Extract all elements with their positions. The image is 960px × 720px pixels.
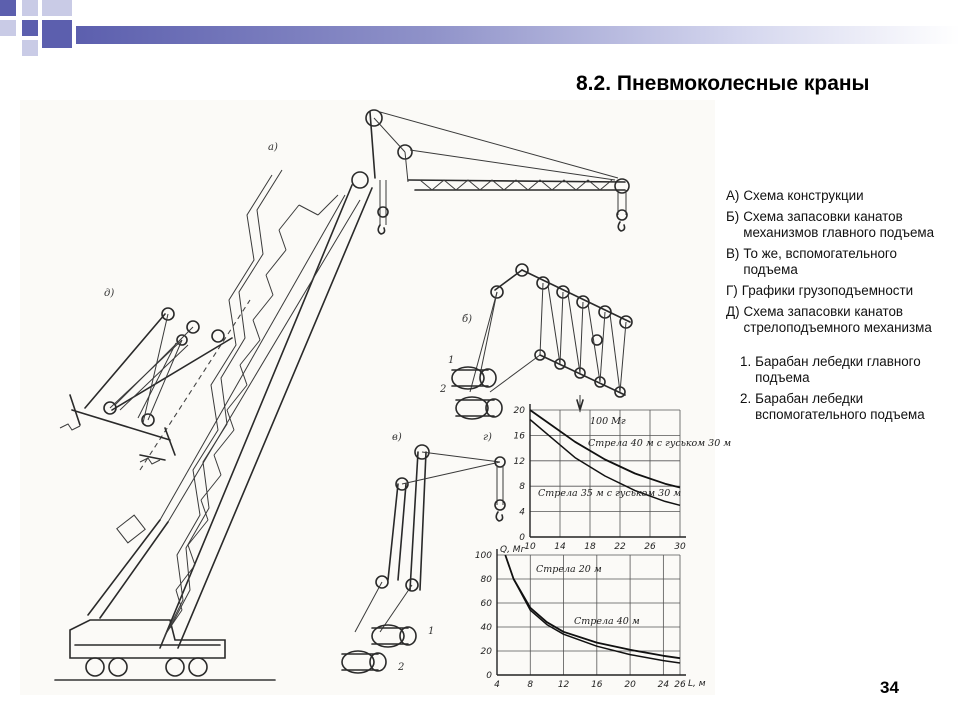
- figure-d-reeving: д): [59, 288, 251, 471]
- chart-1-xtick-label: 18: [584, 542, 596, 552]
- chart-2-xtick-label: 16: [591, 680, 603, 690]
- chart-1-xtick-label: 14: [554, 542, 566, 552]
- legend-sub-item-1: 1.Барабан лебедки главного подъема: [740, 354, 936, 386]
- decor-square-2: [22, 0, 38, 16]
- legend-mark: Д): [726, 304, 740, 319]
- figure-a-crane: а): [54, 109, 630, 681]
- drum-label-1b: 1: [428, 626, 434, 637]
- chart-1-xtick-label: 10: [524, 542, 536, 552]
- legend-text: Схема запасовки канатов стрелоподъемного…: [743, 304, 932, 335]
- chart-2-series-1-label: Стрела 20 м: [536, 564, 602, 575]
- legend-panel: А)Схема конструкции Б)Схема запасовки ка…: [726, 188, 936, 428]
- decor-gradient-bar: [76, 26, 960, 44]
- chart-2-xtick-label: 8: [527, 680, 533, 690]
- chart-1-xtick-label: 22: [614, 542, 626, 552]
- legend-text: Схема запасовки канатов механизмов главн…: [743, 209, 935, 240]
- chart-1-ytick-label: 12: [514, 457, 526, 467]
- decor-square-1: [0, 0, 16, 16]
- chart-1-series-2-line: [529, 418, 681, 507]
- drum-label-2: 2: [439, 384, 446, 395]
- legend-sub-mark: 2.: [740, 391, 752, 406]
- boom-lattice: [164, 194, 339, 636]
- chart-1-series-1-label: Стрела 40 м с гуськом 30 м: [588, 438, 731, 449]
- drum-label-2b: 2: [397, 662, 404, 673]
- legend-mark: Б): [726, 209, 740, 224]
- chart-2-ytick-label: 20: [481, 647, 493, 657]
- chart-2-xtick-label: 12: [558, 680, 570, 690]
- chart-2-series-2-label: Стрела 40 м: [574, 616, 640, 627]
- figure-label-v: в): [392, 432, 402, 443]
- chart-1-ytick-label: 4: [519, 508, 525, 518]
- chart-1-series-1-line: [529, 409, 681, 489]
- chart-1-label: г): [483, 432, 492, 443]
- legend-text: Схема конструкции: [743, 188, 864, 203]
- decor-square-5: [22, 20, 38, 36]
- legend-sub-item-2: 2.Барабан лебедки вспомогательного подъе…: [740, 391, 936, 423]
- figure-label-b: б): [462, 314, 472, 325]
- chart-1-ytick-label: 20: [514, 406, 526, 416]
- decor-square-6: [42, 20, 72, 48]
- chart-2-xunit: L, м: [688, 679, 706, 689]
- legend-mark: А): [726, 188, 740, 203]
- legend-sub-text: Барабан лебедки главного подъема: [755, 354, 921, 385]
- chart-1-ytick-label: 8: [519, 482, 525, 492]
- chart-2-yunit: Q, Мг: [500, 545, 526, 555]
- legend-item-a: А)Схема конструкции: [726, 188, 936, 204]
- decor-square-3: [42, 0, 72, 16]
- chart-2-ytick-label: 60: [481, 599, 493, 609]
- legend-mark: В): [726, 246, 740, 261]
- page-number: 34: [880, 678, 899, 697]
- chart-1-xtick-label: 26: [644, 542, 656, 552]
- chart-1-top-note: 100 Мг: [590, 416, 626, 427]
- page-title: 8.2. Пневмоколесные краны: [576, 72, 870, 95]
- chart-2-xtick-label: 26: [674, 680, 686, 690]
- legend-text: Графики грузоподъемности: [741, 283, 914, 298]
- decor-square-7: [22, 40, 38, 56]
- legend-sub-mark: 1.: [740, 354, 752, 369]
- chart-2-xtick-label: 4: [494, 680, 500, 690]
- chart-2-xtick-label: 20: [624, 680, 636, 690]
- decor-square-4: [0, 20, 16, 36]
- figure-b-reeving: б): [439, 263, 633, 420]
- legend-text: То же, вспомогательного подъема: [743, 246, 897, 277]
- legend-item-b: Б)Схема запасовки канатов механизмов гла…: [726, 209, 936, 241]
- chart-2: 4 8 12 16 20 24 26 0 20 40 60 80 100: [475, 549, 686, 690]
- chart-1-xtick-label: 30: [674, 542, 686, 552]
- chart-2-xtick-label: 24: [658, 680, 670, 690]
- figure-v-reeving: в) 1 2: [341, 432, 506, 674]
- legend-item-g: Г)Графики грузоподъемности: [726, 283, 936, 299]
- chart-1-ytick-label: 0: [519, 533, 525, 543]
- legend-item-v: В)То же, вспомогательного подъема: [726, 246, 936, 278]
- chart-1-ytick-label: 16: [514, 431, 526, 441]
- drum-label-1: 1: [448, 355, 454, 366]
- legend-item-d: Д)Схема запасовки канатов стрелоподъемно…: [726, 304, 936, 336]
- legend-sub-list: 1.Барабан лебедки главного подъема 2.Бар…: [726, 354, 936, 423]
- chart-1-series-2-label: Стрела 35 м с гуськом 30 м: [538, 488, 681, 499]
- chart-2-series-2-line: [512, 578, 681, 664]
- chart-2-ytick-label: 80: [481, 575, 493, 585]
- chart-2-ytick-label: 100: [475, 551, 492, 561]
- figure-label-a: а): [268, 142, 278, 153]
- chart-2-ytick-label: 40: [481, 623, 493, 633]
- legend-mark: Г): [726, 283, 738, 298]
- chart-2-ytick-label: 0: [486, 671, 492, 681]
- chart-1: 10 14 18 22 26 30 0 4 8 12 16 20: [514, 404, 686, 552]
- figure-label-d: д): [104, 288, 114, 299]
- legend-sub-text: Барабан лебедки вспомогательного подъема: [755, 391, 925, 422]
